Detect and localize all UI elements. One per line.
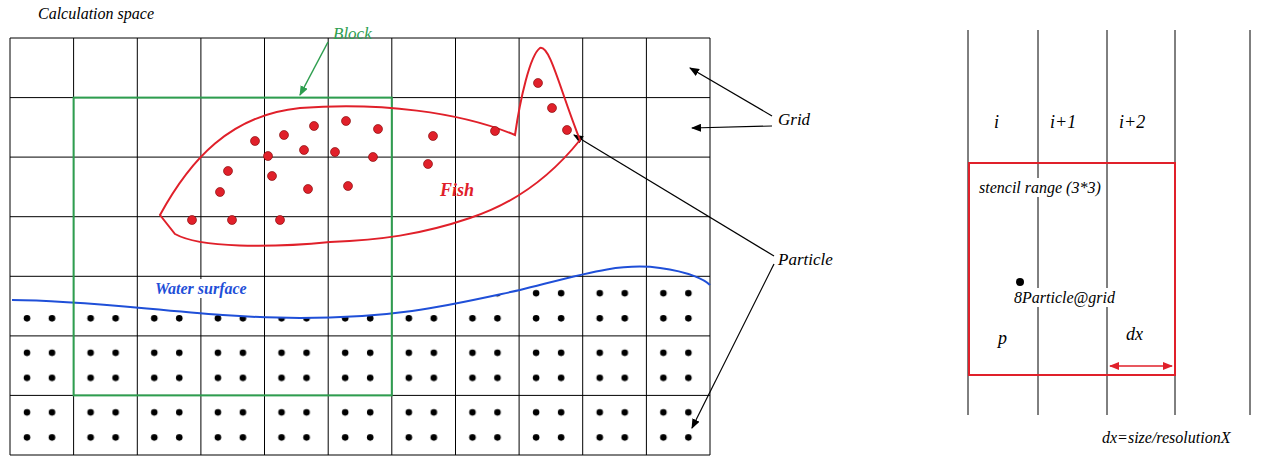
stencil-grid-lines bbox=[968, 30, 1250, 415]
water-particles bbox=[10, 276, 710, 455]
dx-formula: dx=size/resolutionX bbox=[1102, 428, 1230, 447]
stencil-box: stencil range (3*3) 8Particle@grid p dx bbox=[968, 162, 1176, 376]
water-surface-line bbox=[12, 267, 710, 318]
particle-leader bbox=[692, 264, 774, 428]
grid-label: Grid bbox=[778, 110, 810, 130]
dx-label: dx bbox=[1126, 324, 1143, 346]
block-leader bbox=[300, 42, 328, 95]
fish-shape: Fish bbox=[150, 40, 585, 250]
block-label: Block bbox=[333, 24, 372, 44]
space-heading: Calculation space bbox=[38, 4, 154, 23]
particle-at-grid: 8Particle@grid bbox=[1012, 288, 1117, 307]
particle-leader bbox=[574, 135, 774, 256]
calculation-space: Calculation spaceFish bbox=[10, 38, 710, 455]
column-index: i+2 bbox=[1119, 112, 1145, 134]
grid-lines bbox=[10, 38, 710, 455]
block-rect bbox=[74, 98, 392, 396]
grid-leader bbox=[692, 126, 772, 128]
stencil-title: stencil range (3*3) bbox=[977, 178, 1103, 197]
particle-label: Particle bbox=[778, 250, 833, 270]
column-index: i+1 bbox=[1050, 112, 1076, 134]
particle-symbol: p bbox=[998, 328, 1007, 350]
particle-dot bbox=[1016, 278, 1024, 286]
fish-label: Fish bbox=[440, 180, 474, 202]
grid-leader bbox=[690, 68, 772, 116]
dx-dimension bbox=[1110, 365, 1172, 367]
fish-outline bbox=[150, 40, 585, 250]
column-index: i bbox=[994, 112, 999, 134]
water-label: Water surface bbox=[153, 279, 249, 298]
